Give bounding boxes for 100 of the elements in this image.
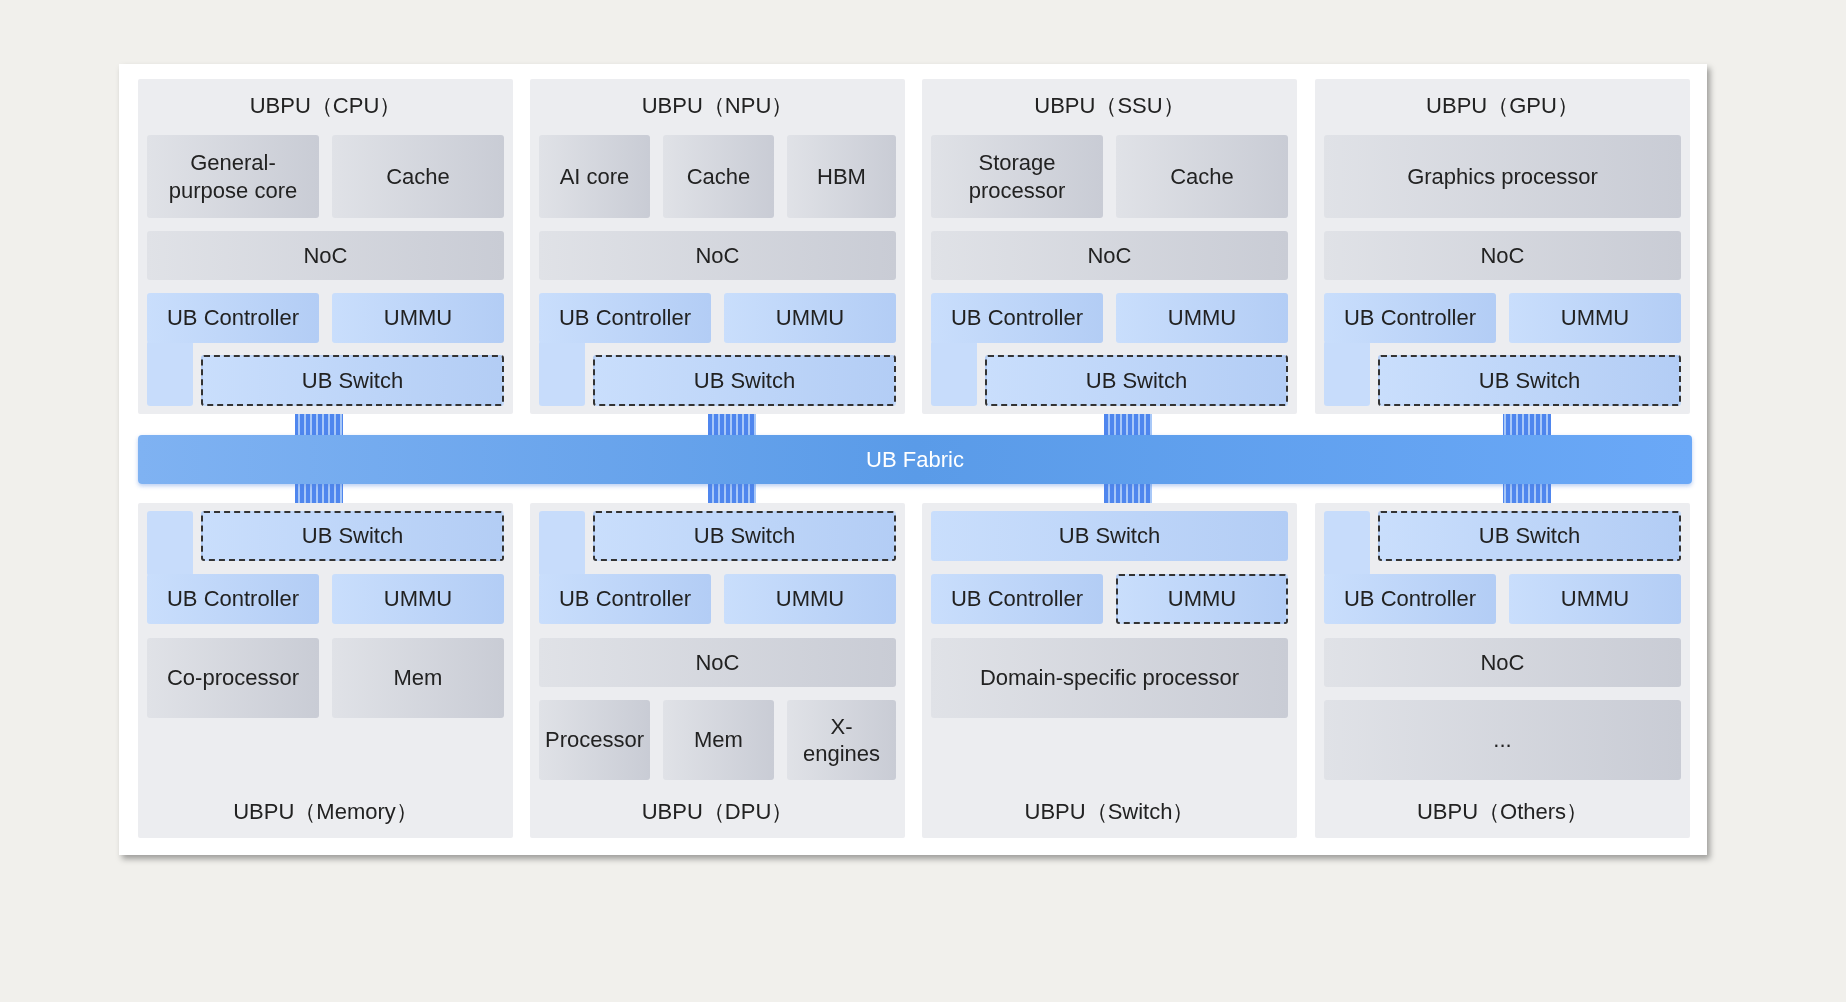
box-label: UB Controller — [950, 304, 1083, 332]
box-label: UB Switch — [1478, 522, 1581, 550]
box-label: UB Controller — [558, 304, 691, 332]
box-label: UMMU — [1560, 304, 1630, 332]
fabric-link — [1503, 484, 1551, 503]
box-label: X-engines — [801, 712, 882, 768]
box-label: NoC — [1087, 241, 1132, 270]
component-box — [1116, 574, 1288, 624]
component-box — [1509, 293, 1681, 343]
panel-title: UBPU（NPU） — [641, 92, 794, 120]
box-label: UMMU — [775, 585, 845, 613]
box-label: AI core — [559, 162, 630, 191]
component-box — [201, 511, 504, 561]
panel-title: UBPU（Others） — [1416, 798, 1589, 826]
fabric-link — [1503, 414, 1551, 435]
box-label: UB Controller — [166, 304, 299, 332]
box-label: UMMU — [1167, 585, 1237, 613]
module-box — [539, 231, 896, 280]
ubpu-panel — [138, 79, 513, 414]
box-label: UB Switch — [1085, 366, 1188, 395]
fabric-link — [708, 414, 756, 435]
module-box — [539, 700, 650, 780]
panel-title: UBPU（Memory） — [233, 798, 418, 826]
box-label: NoC — [695, 241, 740, 270]
box-label: Cache — [386, 162, 450, 191]
module-box — [1116, 135, 1288, 218]
component-box — [724, 293, 896, 343]
module-box — [931, 638, 1288, 718]
fabric-link — [708, 484, 756, 503]
box-label: UMMU — [383, 585, 453, 613]
module-box — [663, 135, 774, 218]
box-label: NoC — [303, 241, 348, 270]
box-label: Storage processor — [967, 149, 1067, 204]
component-box — [593, 355, 896, 406]
component-box — [201, 355, 504, 406]
box-label: Co-processor — [166, 664, 299, 692]
component-box — [931, 293, 1103, 343]
box-label: General-purpose core — [167, 149, 299, 204]
panel-title: UBPU（SSU） — [1034, 92, 1185, 120]
box-label: UB Controller — [1343, 304, 1476, 332]
ubpu-panel — [1315, 79, 1690, 414]
module-box — [539, 135, 650, 218]
box-label: Domain-specific processor — [979, 664, 1240, 692]
ubpu-panel — [922, 79, 1297, 414]
box-label: UB Switch — [693, 522, 796, 550]
box-label: UMMU — [1167, 304, 1237, 332]
ubpu-panel — [530, 503, 905, 838]
box-label: Graphics processor — [1407, 162, 1598, 191]
component-box — [931, 574, 1103, 624]
box-label: UB Switch — [693, 366, 796, 395]
module-box — [931, 231, 1288, 280]
box-label: UMMU — [775, 304, 845, 332]
box-label: Mem — [393, 664, 443, 692]
box-label: UMMU — [383, 304, 453, 332]
fabric-bar — [138, 435, 1692, 484]
box-label: NoC — [695, 648, 740, 677]
box-label: UB Switch — [301, 522, 404, 550]
component-box — [593, 511, 896, 561]
ubpu-panel — [1315, 503, 1690, 838]
component-box — [985, 355, 1288, 406]
box-label: NoC — [1480, 648, 1525, 677]
box-label: Cache — [686, 162, 751, 191]
module-box — [332, 135, 504, 218]
module-box — [787, 700, 896, 780]
box-label: UB Switch — [1478, 366, 1581, 395]
ubpu-panel — [138, 503, 513, 838]
ubpu-panel — [530, 79, 905, 414]
box-label: ... — [1493, 726, 1512, 754]
panel-title: UBPU（GPU） — [1426, 92, 1579, 120]
component-box — [1378, 511, 1681, 561]
component-box — [1324, 574, 1496, 624]
module-box — [787, 135, 896, 218]
module-box — [332, 638, 504, 718]
box-label: UMMU — [1560, 585, 1630, 613]
module-box — [1324, 135, 1681, 218]
fabric-link — [295, 484, 343, 503]
box-label: HBM — [817, 162, 866, 191]
module-box — [931, 135, 1103, 218]
panel-title: UBPU（Switch） — [1024, 798, 1195, 826]
panel-title: UBPU（CPU） — [249, 92, 402, 120]
component-box — [724, 574, 896, 624]
component-box — [1116, 293, 1288, 343]
module-box — [1324, 231, 1681, 280]
module-box — [1324, 700, 1681, 780]
fabric-label: UB Fabric — [866, 446, 964, 474]
box-label: UB Controller — [1343, 585, 1476, 613]
box-label: Processor — [545, 726, 645, 754]
ubpu-panel — [922, 503, 1297, 838]
fabric-link — [1104, 414, 1152, 435]
fabric-link — [1104, 484, 1152, 503]
component-box — [147, 293, 319, 343]
box-label: UB Switch — [301, 366, 404, 395]
component-box — [1378, 355, 1681, 406]
module-box — [663, 700, 774, 780]
component-box — [147, 574, 319, 624]
box-label: NoC — [1480, 241, 1525, 270]
panel-title: UBPU（DPU） — [641, 798, 794, 826]
box-label: UB Controller — [166, 585, 299, 613]
fabric-link — [295, 414, 343, 435]
module-box — [147, 135, 319, 218]
